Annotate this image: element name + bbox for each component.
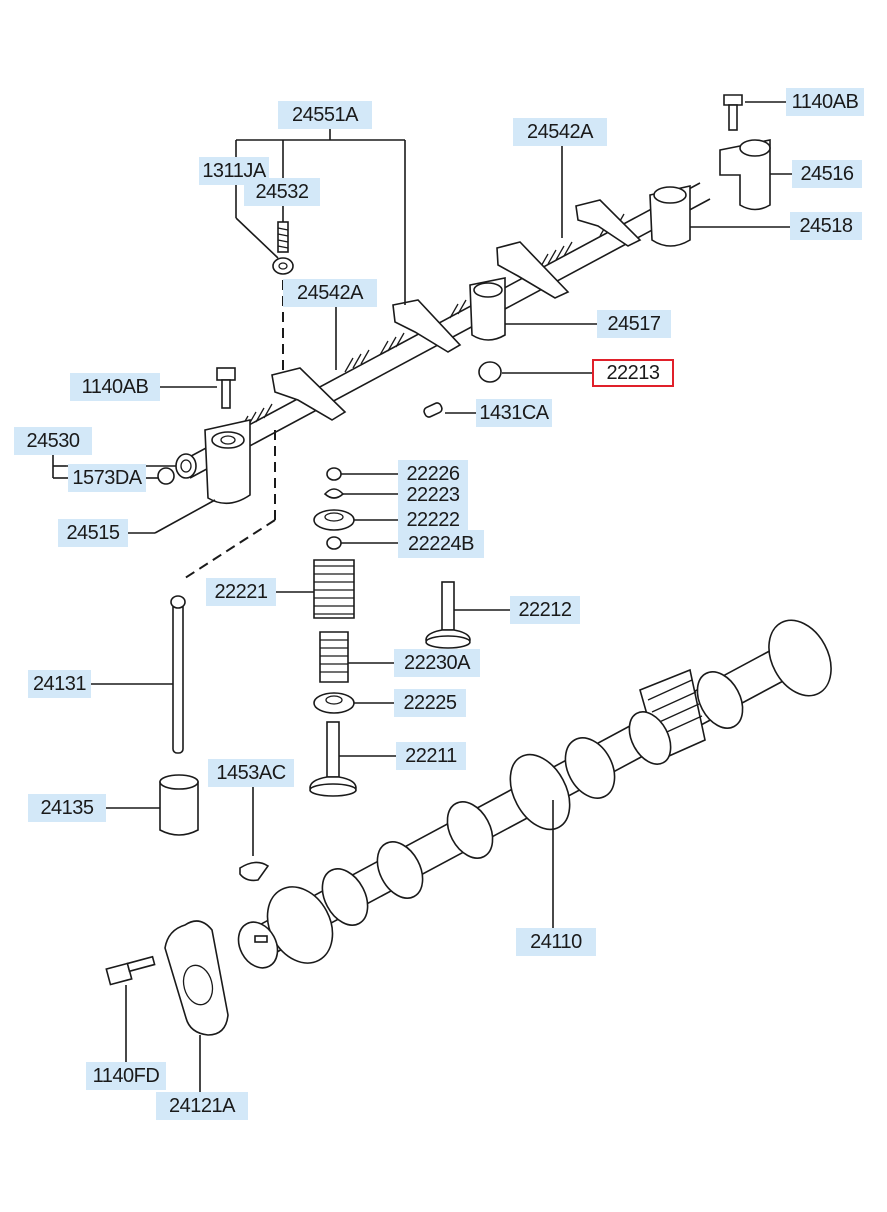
part-label-22223[interactable]: 22223 xyxy=(398,481,468,509)
part-label-1140FD[interactable]: 1140FD xyxy=(86,1062,166,1090)
bracket-24517-part xyxy=(423,277,506,418)
part-label-24135[interactable]: 24135 xyxy=(28,794,106,822)
part-label-22221[interactable]: 22221 xyxy=(206,578,276,606)
part-label-24518[interactable]: 24518 xyxy=(790,212,862,240)
part-label-22211[interactable]: 22211 xyxy=(396,742,466,770)
part-label-24532[interactable]: 24532 xyxy=(244,178,320,206)
valve-parts xyxy=(159,467,471,882)
part-label-24121A[interactable]: 24121A xyxy=(156,1092,248,1120)
part-label-1431CA[interactable]: 1431CA xyxy=(476,399,552,427)
camshaft-24110-part xyxy=(237,619,832,969)
part-label-24542A-mid[interactable]: 24542A xyxy=(283,279,377,307)
part-label-24516[interactable]: 24516 xyxy=(792,160,862,188)
part-label-1573DA[interactable]: 1573DA xyxy=(68,464,146,492)
part-label-22225[interactable]: 22225 xyxy=(394,689,466,717)
part-label-22213-highlighted[interactable]: 22213 xyxy=(592,359,674,387)
part-label-24515[interactable]: 24515 xyxy=(58,519,128,547)
bracket-24518-part xyxy=(649,94,771,247)
part-label-24110[interactable]: 24110 xyxy=(516,928,596,956)
bracket-24515-part xyxy=(157,419,251,505)
part-label-24551A[interactable]: 24551A xyxy=(278,101,372,129)
rocker-arms xyxy=(271,199,642,421)
gasket-and-bolt xyxy=(105,920,229,1036)
part-label-22230A[interactable]: 22230A xyxy=(394,649,480,677)
part-label-22222[interactable]: 22222 xyxy=(398,506,468,534)
part-label-1140AB-top[interactable]: 1140AB xyxy=(786,88,864,116)
part-label-24517[interactable]: 24517 xyxy=(597,310,671,338)
spring-24532-part xyxy=(272,221,294,275)
assembly-guides xyxy=(181,280,284,581)
part-label-24530[interactable]: 24530 xyxy=(14,427,92,455)
part-label-22224B[interactable]: 22224B xyxy=(398,530,484,558)
bolt-1140AB-part xyxy=(216,367,236,409)
part-label-1140AB-left[interactable]: 1140AB xyxy=(70,373,160,401)
leader-lines xyxy=(52,101,792,1092)
part-label-1453AC[interactable]: 1453AC xyxy=(208,759,294,787)
part-label-24542A-top[interactable]: 24542A xyxy=(513,118,607,146)
part-label-24131[interactable]: 24131 xyxy=(28,670,91,698)
part-label-22212[interactable]: 22212 xyxy=(510,596,580,624)
